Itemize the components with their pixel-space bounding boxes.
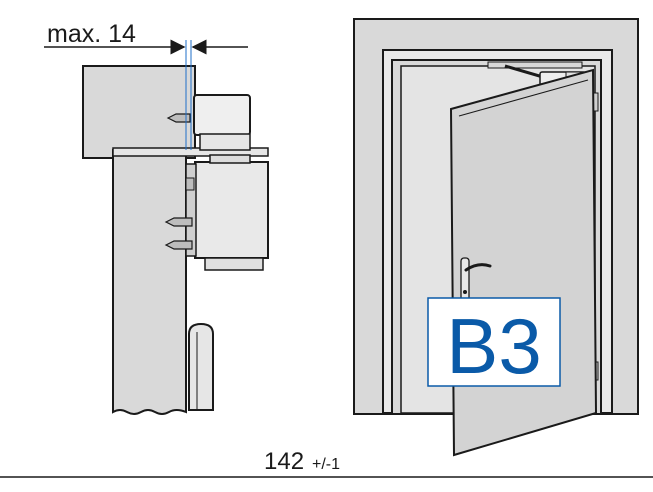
closer-rail [487, 61, 583, 69]
section-view: max. 14 [44, 20, 269, 415]
lintel-block [82, 65, 196, 159]
door-frame [382, 49, 613, 414]
badge-label: B3 [446, 302, 541, 390]
screw-top [166, 113, 191, 123]
screw-head-small [185, 177, 195, 191]
screw-middle [164, 217, 193, 227]
door-view: B3 [353, 18, 639, 457]
door-leaf-section [188, 322, 214, 411]
closer-body [194, 161, 269, 259]
dimension-label: max. 14 [47, 20, 136, 48]
closer-neck [199, 133, 251, 151]
footer-tolerance: +/-1 [312, 456, 340, 473]
closer-bottom [204, 257, 264, 271]
closer-cap [209, 154, 251, 164]
door-leaf [449, 68, 598, 457]
badge-box [427, 297, 561, 387]
footer-number: 142 [264, 448, 304, 475]
screw-lower [164, 240, 193, 250]
mounting-plate [185, 163, 197, 257]
closer-head [193, 94, 251, 136]
wall-slab [112, 149, 187, 415]
